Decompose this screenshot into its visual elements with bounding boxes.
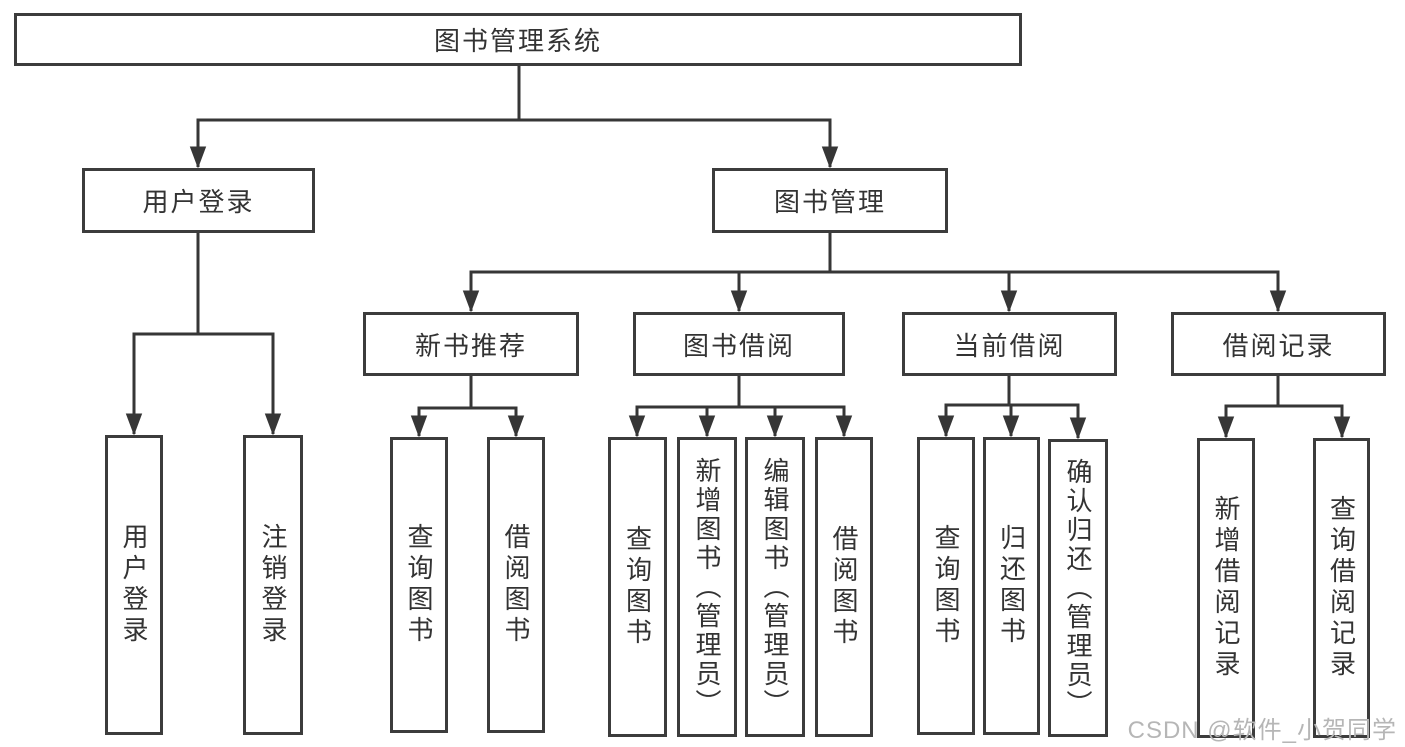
node-borrow-records: 借阅记录 xyxy=(1171,312,1386,376)
node-label: 查询借阅记录 xyxy=(1326,495,1357,681)
node-label: 归还图书 xyxy=(996,524,1027,648)
leaf-query-books: 查询图书 xyxy=(608,437,667,737)
node-label: 当前借阅 xyxy=(953,330,1066,361)
node-label: 注销登录 xyxy=(258,523,288,647)
leaf-confirm-return-admin: 确认归还（管理员） xyxy=(1048,439,1108,737)
node-label: 借阅图书 xyxy=(501,523,531,647)
leaf-query-books: 查询图书 xyxy=(390,437,448,733)
node-label: 查询图书 xyxy=(404,523,434,647)
node-book-management: 图书管理 xyxy=(712,168,948,233)
node-label: 确认归还（管理员） xyxy=(1063,457,1093,719)
connector-book-mgmt xyxy=(470,233,1280,311)
connector-user-login xyxy=(133,233,275,434)
connector-borrow-records xyxy=(1225,376,1344,437)
node-book-borrow: 图书借阅 xyxy=(633,312,845,376)
leaf-add-books-admin: 新增图书（管理员） xyxy=(677,437,737,737)
node-label: 新书推荐 xyxy=(414,330,527,361)
connector-new-book-rec xyxy=(418,376,518,436)
node-library-system: 图书管理系统 xyxy=(14,13,1022,66)
node-label: 用户登录 xyxy=(119,523,149,647)
node-label: 用户登录 xyxy=(142,187,255,217)
csdn-watermark: CSDN @软件_小贺同学 xyxy=(1127,717,1397,744)
leaf-add-borrow-record: 新增借阅记录 xyxy=(1197,438,1255,738)
connector-current-borrow xyxy=(945,376,1080,438)
leaf-return-books: 归还图书 xyxy=(983,437,1040,735)
leaf-query-books: 查询图书 xyxy=(917,437,975,735)
node-label: 查询图书 xyxy=(622,525,653,649)
leaf-user-login: 用户登录 xyxy=(105,435,163,735)
node-label: 查询图书 xyxy=(931,524,961,648)
node-new-book-recommend: 新书推荐 xyxy=(363,312,579,376)
leaf-query-borrow-record: 查询借阅记录 xyxy=(1313,438,1370,738)
node-label: 图书管理 xyxy=(773,187,886,217)
connector-book-borrow xyxy=(636,376,846,436)
node-label: 新增借阅记录 xyxy=(1211,495,1241,681)
leaf-borrow-books: 借阅图书 xyxy=(487,437,545,733)
leaf-borrow-books: 借阅图书 xyxy=(815,437,873,737)
node-user-login: 用户登录 xyxy=(82,168,315,233)
node-label: 图书借阅 xyxy=(682,330,795,361)
node-current-borrow: 当前借阅 xyxy=(902,312,1117,376)
node-label: 新增图书（管理员） xyxy=(692,456,722,718)
node-label: 编辑图书（管理员） xyxy=(760,456,790,718)
node-label: 图书管理系统 xyxy=(433,26,602,56)
leaf-edit-books-admin: 编辑图书（管理员） xyxy=(745,437,805,737)
leaf-logout: 注销登录 xyxy=(243,435,303,735)
node-label: 借阅记录 xyxy=(1222,330,1335,361)
node-label: 借阅图书 xyxy=(829,525,859,649)
connector-root xyxy=(197,66,832,167)
